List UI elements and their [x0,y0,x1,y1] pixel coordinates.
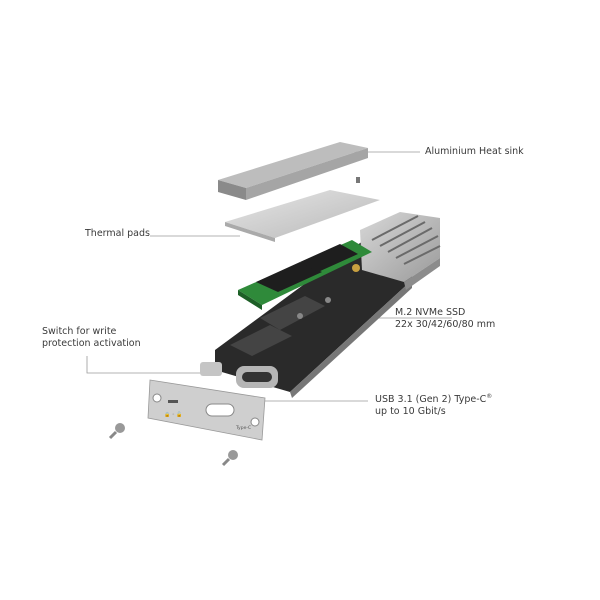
label-switch-line1: Switch for write [42,326,117,337]
write-protect-switch [200,362,222,376]
svg-text:🔒 ◦ 🔓: 🔒 ◦ 🔓 [164,411,183,418]
label-thermal-pads: Thermal pads [85,228,150,239]
label-usb-line2: up to 10 Gbit/s [375,406,446,418]
label-ssd: M.2 NVMe SSD 22x 30/42/60/80 mm [395,307,495,331]
leader-lines [86,151,452,402]
end-plate-port-label: Type-C [236,426,252,431]
label-heatsink: Aluminium Heat sink [425,146,524,157]
label-switch: Switch for write protection activation [42,326,141,350]
label-ssd-line1: M.2 NVMe SSD [395,307,466,318]
label-usb: USB 3.1 (Gen 2) Type-C® up to 10 Gbit/s [375,391,492,418]
thermal-pad [225,190,380,238]
screw-icon [356,177,360,183]
screw-icon [108,423,125,440]
label-ssd-line2: 22x 30/42/60/80 mm [395,319,496,330]
usb-c-port [200,362,278,388]
screw-icon [221,450,238,467]
base-pads [230,296,331,356]
heatsink-cover [218,142,368,200]
m2-ssd [238,240,372,310]
end-plate: 🔒 ◦ 🔓 [147,379,266,441]
label-usb-line1: USB 3.1 (Gen 2) Type-C [375,394,487,406]
label-switch-line2: protection activation [42,338,141,349]
registered-mark: ® [486,393,493,400]
